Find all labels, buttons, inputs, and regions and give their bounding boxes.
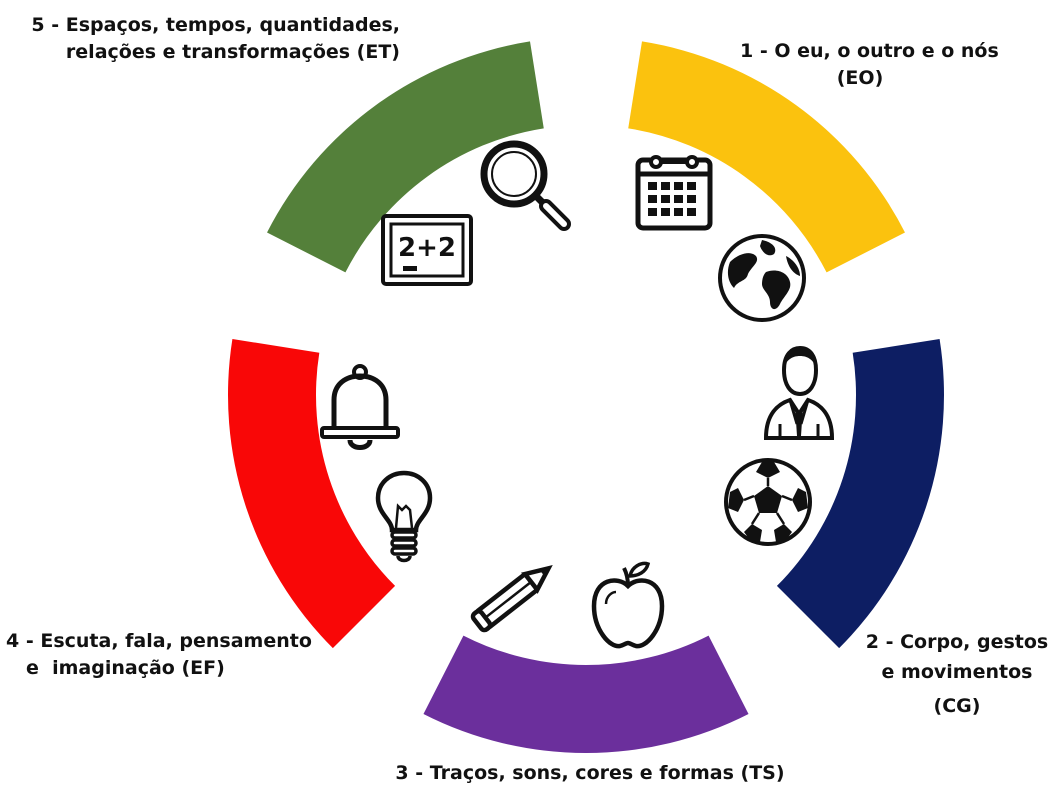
calendar-icon xyxy=(634,152,714,232)
segment-eo xyxy=(628,41,905,273)
label-cg-line-3: (CG) xyxy=(933,695,981,717)
label-ts: 3 - Traços, sons, cores e formas (TS) xyxy=(330,760,850,787)
segment-ef xyxy=(228,338,396,649)
globe-icon xyxy=(716,232,808,324)
label-cg-line-1: 2 - Corpo, gestos xyxy=(865,631,1049,653)
chalkboard-text: 2+2 xyxy=(398,233,456,263)
label-ts-line-1: 3 - Traços, sons, cores e formas (TS) xyxy=(395,762,785,784)
label-et: 5 - Espaços, tempos, quantidades, relaçõ… xyxy=(8,12,400,66)
apple-icon xyxy=(590,560,666,650)
pencil-icon xyxy=(468,552,564,638)
segment-cg xyxy=(776,338,944,649)
segment-ts xyxy=(423,635,749,753)
label-cg-line-2: e movimentos xyxy=(881,661,1033,683)
label-cg: 2 - Corpo, gestos e movimentos (CG) xyxy=(864,627,1050,721)
soccer-ball-icon xyxy=(722,456,814,548)
label-eo: 1 - O eu, o outro e o nós (EO) xyxy=(740,38,999,92)
label-eo-line-1: 1 - O eu, o outro e o nós xyxy=(740,40,999,62)
label-et-line-2: relações e transformações (ET) xyxy=(65,41,400,63)
label-ef-line-1: 4 - Escuta, fala, pensamento xyxy=(6,630,312,652)
label-et-line-1: 5 - Espaços, tempos, quantidades, xyxy=(31,14,400,36)
label-ef: 4 - Escuta, fala, pensamento e imaginaçã… xyxy=(6,628,326,682)
magnifier-icon xyxy=(476,136,576,236)
label-ef-line-2: e imaginação (EF) xyxy=(26,657,225,679)
lightbulb-icon xyxy=(372,470,436,564)
bell-icon xyxy=(318,364,402,452)
label-eo-line-2: (EO) xyxy=(836,67,884,89)
businessman-icon xyxy=(763,344,835,440)
segment-et xyxy=(267,41,544,273)
chalkboard-icon: 2+2 xyxy=(381,214,473,286)
